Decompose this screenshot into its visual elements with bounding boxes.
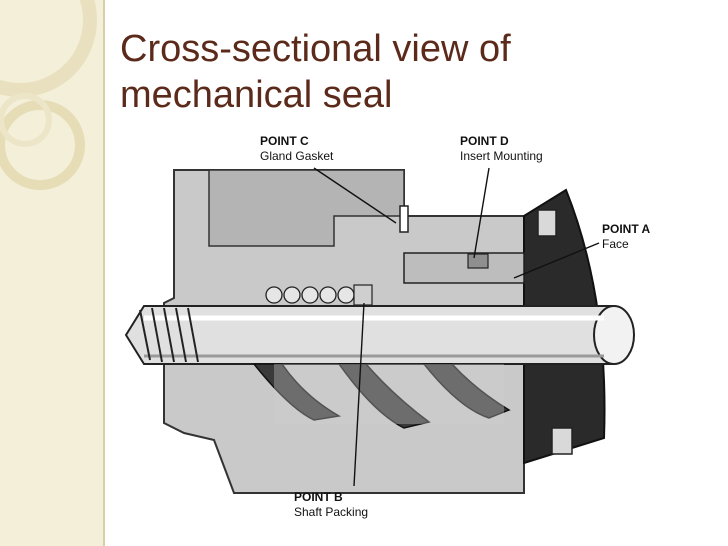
decorative-circles (0, 0, 97, 190)
title-line-2: mechanical seal (120, 74, 393, 116)
slide-title: Cross-sectional view of mechanical seal (120, 26, 710, 118)
screw-flights (252, 363, 511, 429)
shaft-threads (139, 307, 199, 363)
label-point-c-subtitle: Gland Gasket (260, 149, 334, 163)
insert-ring (467, 253, 489, 269)
insert-mounting (403, 252, 525, 284)
gland-bolt-top (537, 209, 557, 237)
title-line-1: Cross-sectional view of (120, 28, 511, 70)
gland-bolt-bottom (551, 427, 573, 455)
gland-gasket (399, 205, 409, 233)
housing-top-block (208, 169, 405, 247)
leader-lines (313, 167, 600, 487)
label-point-b-subtitle: Shaft Packing (294, 505, 368, 519)
packing-rings (265, 284, 373, 306)
label-point-a-subtitle: Face (602, 237, 629, 251)
label-point-b-title: POINT B (294, 490, 343, 504)
label-point-a-title: POINT A (602, 222, 651, 236)
seal-cross-section-diagram: POINT C Gland Gasket POINT D Insert Moun… (124, 134, 651, 519)
sidebar-divider (103, 0, 105, 546)
label-point-d-title: POINT D (460, 134, 509, 148)
label-point-c-title: POINT C (260, 134, 309, 148)
label-point-d-subtitle: Insert Mounting (460, 149, 543, 163)
